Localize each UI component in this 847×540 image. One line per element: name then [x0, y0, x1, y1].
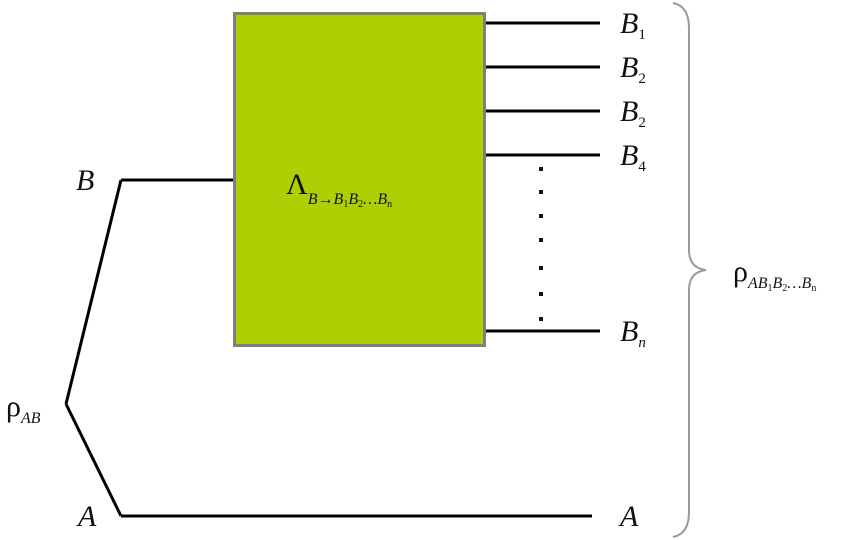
ellipsis-dot	[539, 317, 543, 321]
output-state-subscript: AB1B2…Bn	[747, 275, 817, 294]
ellipsis-dot	[539, 238, 543, 242]
output-state-label: ρAB1B2…Bn	[733, 257, 816, 294]
channel-box	[233, 12, 486, 347]
wire-source-to-b	[64, 179, 123, 405]
channel-subscript: B→B1B2…Bn	[307, 191, 393, 210]
output-letter: B	[620, 7, 639, 40]
input-state-label: ρAB	[6, 392, 41, 427]
output-index: 4	[638, 159, 646, 175]
output-label-1: B1	[620, 9, 646, 43]
ellipsis-dot	[539, 190, 543, 194]
output-letter: B	[620, 315, 639, 348]
label-a-right: A	[620, 500, 639, 533]
input-state-subscript: AB	[20, 410, 41, 427]
output-letter: B	[620, 51, 639, 84]
output-index: n	[638, 335, 646, 351]
input-state-symbol: ρ	[6, 390, 21, 423]
right-brace	[672, 2, 707, 538]
output-index: 1	[638, 27, 646, 43]
output-label-4: B4	[620, 141, 646, 175]
label-b-left: B	[76, 164, 95, 197]
output-letter: B	[620, 139, 639, 172]
channel-symbol: Λ	[286, 168, 308, 201]
label-a-left: A	[78, 500, 97, 533]
ellipsis-dot	[539, 214, 543, 218]
output-state-symbol: ρ	[733, 255, 748, 288]
ellipsis-dot	[539, 266, 543, 270]
output-index: 2	[638, 71, 646, 87]
output-label-3: B2	[620, 97, 646, 131]
wire-source-to-a	[64, 403, 123, 517]
output-label-n: Bn	[620, 317, 646, 351]
ellipsis-dot	[539, 292, 543, 296]
channel-label: ΛB→B1B2…Bn	[286, 170, 392, 210]
output-label-2: B2	[620, 53, 646, 87]
output-index: 2	[638, 115, 646, 131]
ellipsis-dot	[539, 167, 543, 171]
output-letter: B	[620, 95, 639, 128]
